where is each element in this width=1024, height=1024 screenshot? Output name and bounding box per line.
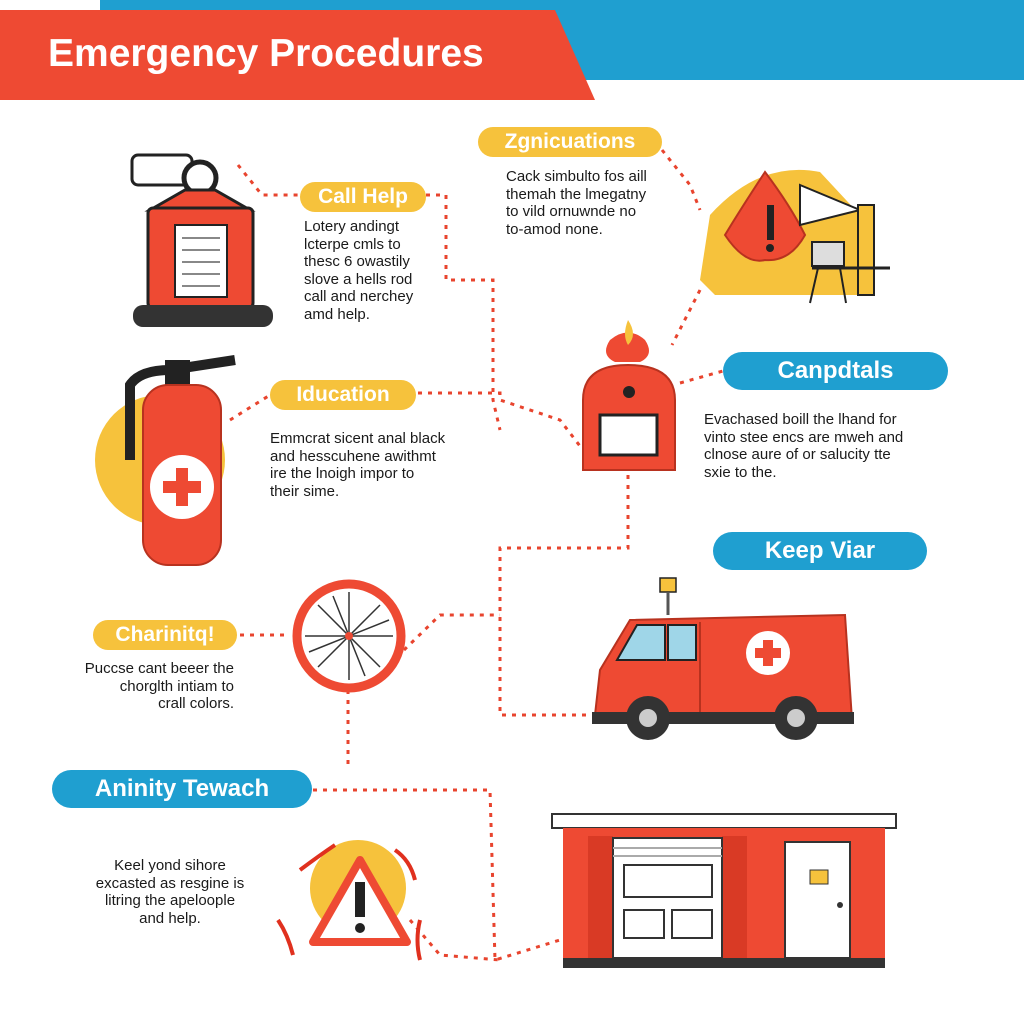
- building-icon: [551, 813, 897, 968]
- page-title: Emergency Procedures: [48, 32, 484, 75]
- section-label-canpdtals: Canpdtals: [723, 352, 948, 390]
- section-text-call-help: Lotery andingt lcterpe cmls to thesc 6 o…: [304, 218, 414, 323]
- section-text-aninity-tewach: Keel yond sihore excasted as resgine is …: [95, 857, 245, 927]
- section-text-canpdtals: Evachased boill the lhand for vinto stee…: [704, 411, 904, 481]
- alarm-box-icon: [130, 153, 273, 327]
- dotted-connectors: [229, 149, 724, 963]
- fire-alarm-icon: [582, 320, 676, 471]
- section-label-aninity-tewach: Aninity Tewach: [52, 770, 312, 808]
- warning-triangle-icon: [276, 840, 422, 961]
- clock-icon: [292, 579, 406, 693]
- fire-extinguisher-icon: [95, 355, 236, 566]
- section-text-charinitq: Puccse cant beeer the chorglth intiam to…: [84, 660, 234, 712]
- header-red-banner: [0, 10, 595, 100]
- section-text-iducation: Emmcrat sicent anal black and hesscuhene…: [270, 430, 446, 500]
- section-label-keep-viar: Keep Viar: [713, 532, 927, 570]
- warning-sign-icon: [700, 169, 890, 304]
- section-label-zgnicuations: Zgnicuations: [478, 127, 662, 157]
- ambulance-icon: [592, 577, 854, 740]
- section-label-iducation: Iducation: [270, 380, 416, 410]
- section-text-zgnicuations: Cack simbulto fos aill themah the lmegat…: [506, 168, 647, 238]
- section-label-charinitq: Charinitq!: [93, 620, 237, 650]
- section-label-call-help: Call Help: [300, 182, 426, 212]
